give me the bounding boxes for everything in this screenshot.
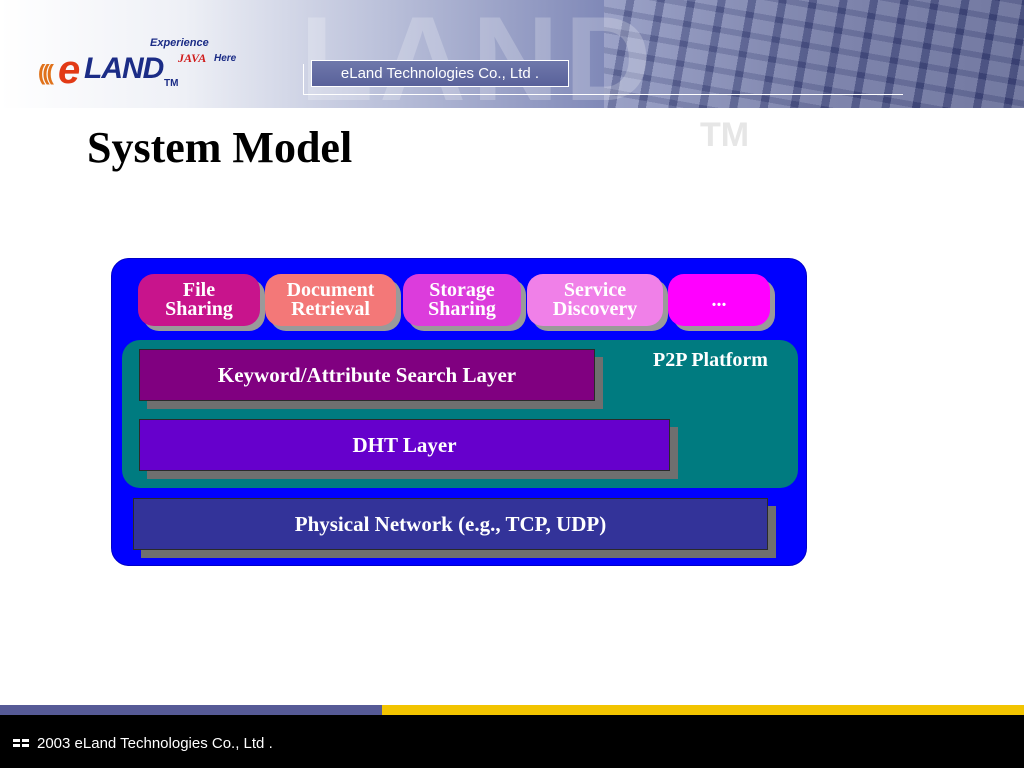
app-label: Service Discovery — [552, 279, 638, 320]
logo-tm: TM — [164, 78, 179, 89]
app-service-discovery: Service Discovery — [527, 274, 663, 326]
footer-stripe-right — [382, 705, 1024, 715]
company-name-box: eLand Technologies Co., Ltd . — [311, 60, 569, 87]
app-label: ... — [711, 288, 727, 311]
footer-stripe-left — [0, 705, 382, 715]
layer-label: Physical Network (e.g., TCP, UDP) — [294, 511, 607, 536]
logo-here: Here — [214, 53, 237, 64]
keyboard-background — [604, 0, 1024, 108]
physical-network-layer: Physical Network (e.g., TCP, UDP) — [133, 498, 768, 550]
logo-land: LAND — [84, 52, 164, 85]
dht-layer: DHT Layer — [139, 419, 670, 471]
app-label: Storage Sharing — [428, 279, 496, 320]
layer-label: DHT Layer — [352, 432, 457, 457]
logo-java: JAVA — [178, 51, 207, 65]
app-label: Document Retrieval — [286, 279, 375, 320]
app-storage-sharing: Storage Sharing — [403, 274, 521, 326]
logo-e: e — [58, 48, 81, 92]
app-label: File Sharing — [165, 279, 233, 320]
header-watermark: LAND — [300, 0, 658, 108]
header-divider-vertical — [303, 64, 304, 95]
footer-bar — [0, 715, 1024, 768]
eland-logo: ((( e LAND TM Experience JAVA Here — [36, 34, 256, 96]
search-layer: Keyword/Attribute Search Layer — [139, 349, 595, 401]
bullet-squares-icon — [13, 739, 31, 748]
p2p-platform-label: P2P Platform — [653, 349, 768, 371]
app-file-sharing: File Sharing — [138, 274, 260, 326]
app-document-retrieval: Document Retrieval — [265, 274, 396, 326]
page-title: System Model — [87, 123, 353, 172]
app-more: ... — [668, 274, 770, 326]
header-banner: LAND — [0, 0, 1024, 108]
tm-watermark: TM — [700, 116, 750, 154]
footer-copyright: 2003 eLand Technologies Co., Ltd . — [37, 735, 273, 752]
header-divider-horizontal — [303, 94, 903, 95]
logo-experience: Experience — [150, 37, 209, 49]
signal-waves-icon: ((( — [38, 60, 54, 85]
layer-label: Keyword/Attribute Search Layer — [217, 362, 517, 387]
